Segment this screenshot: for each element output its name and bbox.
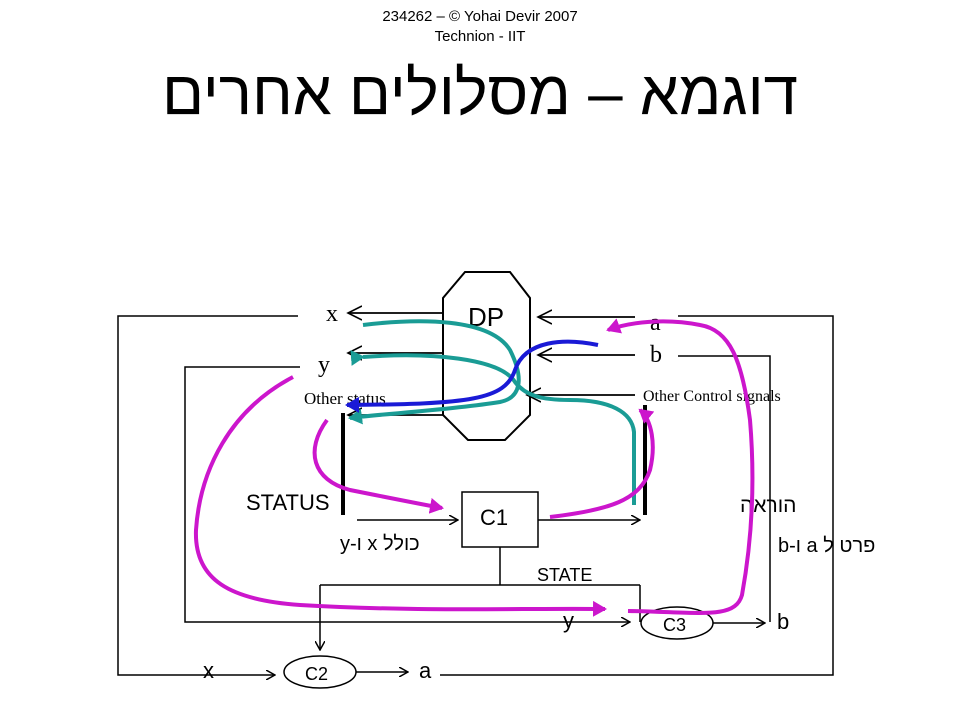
controller-c1 — [461, 491, 539, 548]
instruction-label: הוראה — [740, 494, 796, 517]
x-status-label: x — [326, 301, 338, 327]
c2-label: C2 — [305, 664, 328, 684]
x-loop-wire — [117, 315, 298, 675]
a-loop-wire — [440, 315, 834, 676]
magenta-path-y — [193, 375, 607, 617]
c2-input-label: x — [203, 658, 214, 683]
c3-input-label: y — [563, 608, 574, 633]
header-institution: Technion - IIT — [434, 28, 526, 45]
b-control-label: b — [650, 342, 662, 368]
instruction-note: פרט ל a ו-b — [778, 535, 875, 557]
b-loop-wire — [678, 355, 771, 622]
controller-c1-label: C1 — [480, 505, 508, 530]
blue-path — [345, 339, 599, 413]
teal-path-b — [350, 349, 636, 505]
status-note: כולל x ו-y — [340, 533, 420, 555]
c3-label: C3 — [663, 615, 686, 635]
magenta-path-instruction — [549, 408, 655, 519]
page-title: דוגמא – מסלולים אחרים — [161, 59, 799, 128]
c2-output-label: a — [419, 658, 432, 683]
status-label: STATUS — [246, 490, 330, 515]
magenta-path-status — [312, 418, 444, 514]
state-label: STATE — [537, 565, 592, 585]
datapath-box — [442, 271, 531, 441]
y-status-label: y — [318, 352, 330, 378]
c3-output-label: b — [777, 609, 789, 634]
other-control-label: Other Control signals — [643, 388, 781, 405]
y-loop-wire — [184, 366, 630, 622]
header-copyright: 234262 – © Yohai Devir 2007 — [382, 8, 578, 25]
magenta-path-a — [606, 318, 755, 616]
